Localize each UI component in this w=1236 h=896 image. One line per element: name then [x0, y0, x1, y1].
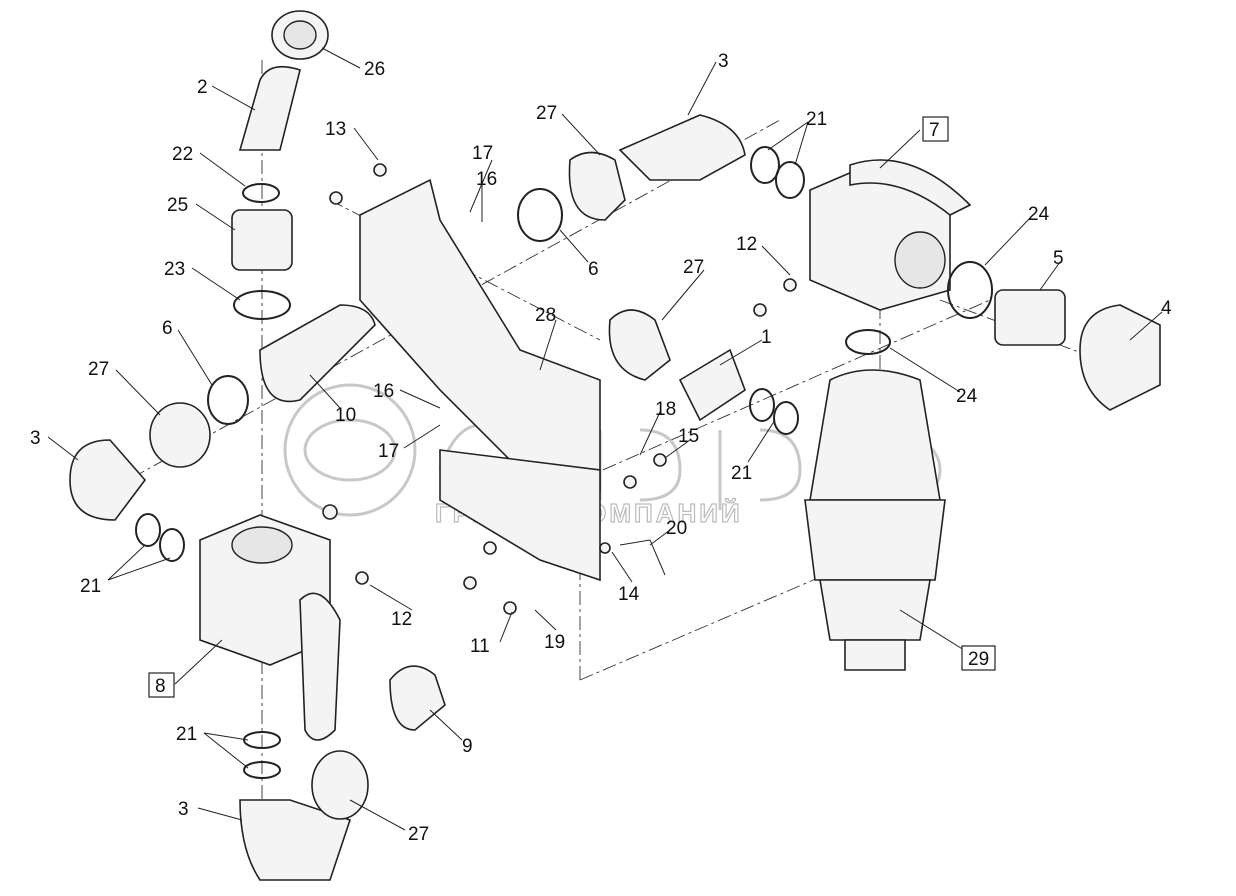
elbow-hose-2: [238, 65, 301, 151]
plate: [439, 449, 601, 582]
callout-27: 27: [536, 103, 557, 124]
callout-17: 17: [472, 143, 493, 164]
callout-25: 25: [167, 195, 188, 216]
callout-24: 24: [1028, 204, 1050, 225]
leader-lines: [47, 47, 1163, 831]
callout-19: 19: [544, 632, 565, 653]
callout-12: 12: [736, 234, 757, 255]
elbow-3-top: [618, 114, 746, 181]
elbow-3: [69, 439, 147, 521]
callout-13: 13: [325, 119, 346, 140]
callout-21: 21: [176, 724, 197, 745]
callout-16: 16: [373, 381, 394, 402]
callout-21: 21: [731, 463, 752, 484]
callout-22: 22: [172, 144, 193, 165]
nut-27-mid: [608, 309, 671, 381]
callout-29: 29: [968, 649, 989, 670]
callout-26: 26: [364, 59, 385, 80]
callout-6: 6: [162, 318, 173, 339]
nut-27-top: [568, 151, 626, 221]
valve-handle: [299, 592, 341, 741]
callout-23: 23: [164, 259, 185, 280]
clamp-6: [207, 375, 249, 425]
o-ring-24: [947, 261, 993, 319]
o-ring-22: [242, 183, 280, 203]
adapter-5: [994, 289, 1066, 346]
callout-11: 11: [470, 636, 490, 657]
callout-27: 27: [88, 359, 109, 380]
clamp-6-top: [517, 188, 563, 242]
callout-21: 21: [806, 109, 827, 130]
callout-2: 2: [197, 77, 208, 98]
hose-1: [678, 348, 746, 422]
callout-5: 5: [1053, 248, 1064, 269]
callout-12: 12: [391, 609, 412, 630]
callout-15: 15: [678, 426, 699, 447]
callout-21: 21: [80, 576, 101, 597]
callout-4: 4: [1161, 298, 1172, 319]
callout-3: 3: [718, 51, 729, 72]
callout-24: 24: [956, 386, 978, 407]
callout-9: 9: [462, 736, 473, 757]
callout-27: 27: [408, 824, 429, 845]
callout-1: 1: [761, 327, 772, 348]
o-ring-23: [233, 290, 291, 320]
callout-6: 6: [588, 259, 599, 280]
nut-27: [149, 402, 211, 468]
parts: [69, 10, 1161, 881]
plug-9: [389, 665, 446, 731]
callout-20: 20: [666, 518, 687, 539]
bracket-28: [359, 178, 601, 491]
callout-3: 3: [178, 799, 189, 820]
nut-27-bottom: [311, 750, 369, 820]
callout-27: 27: [683, 257, 704, 278]
nipple-25: [231, 209, 293, 271]
cap-4: [1079, 304, 1161, 411]
callout-10: 10: [335, 405, 356, 426]
filter-29-head: [809, 369, 941, 501]
callout-14: 14: [618, 584, 640, 605]
hose-10: [259, 304, 376, 403]
callout-17: 17: [378, 441, 399, 462]
callout-16: 16: [476, 169, 497, 190]
callout-8: 8: [155, 676, 166, 697]
callout-7: 7: [929, 120, 940, 141]
callout-labels: 26 2 22 25 23 6 27 3 21 8 21 3 27 9 13 1…: [30, 51, 1172, 845]
callout-3: 3: [30, 428, 41, 449]
callout-28: 28: [535, 305, 556, 326]
callout-18: 18: [655, 399, 676, 420]
elbow-3-bottom: [239, 799, 352, 881]
wire-20: [619, 539, 666, 576]
